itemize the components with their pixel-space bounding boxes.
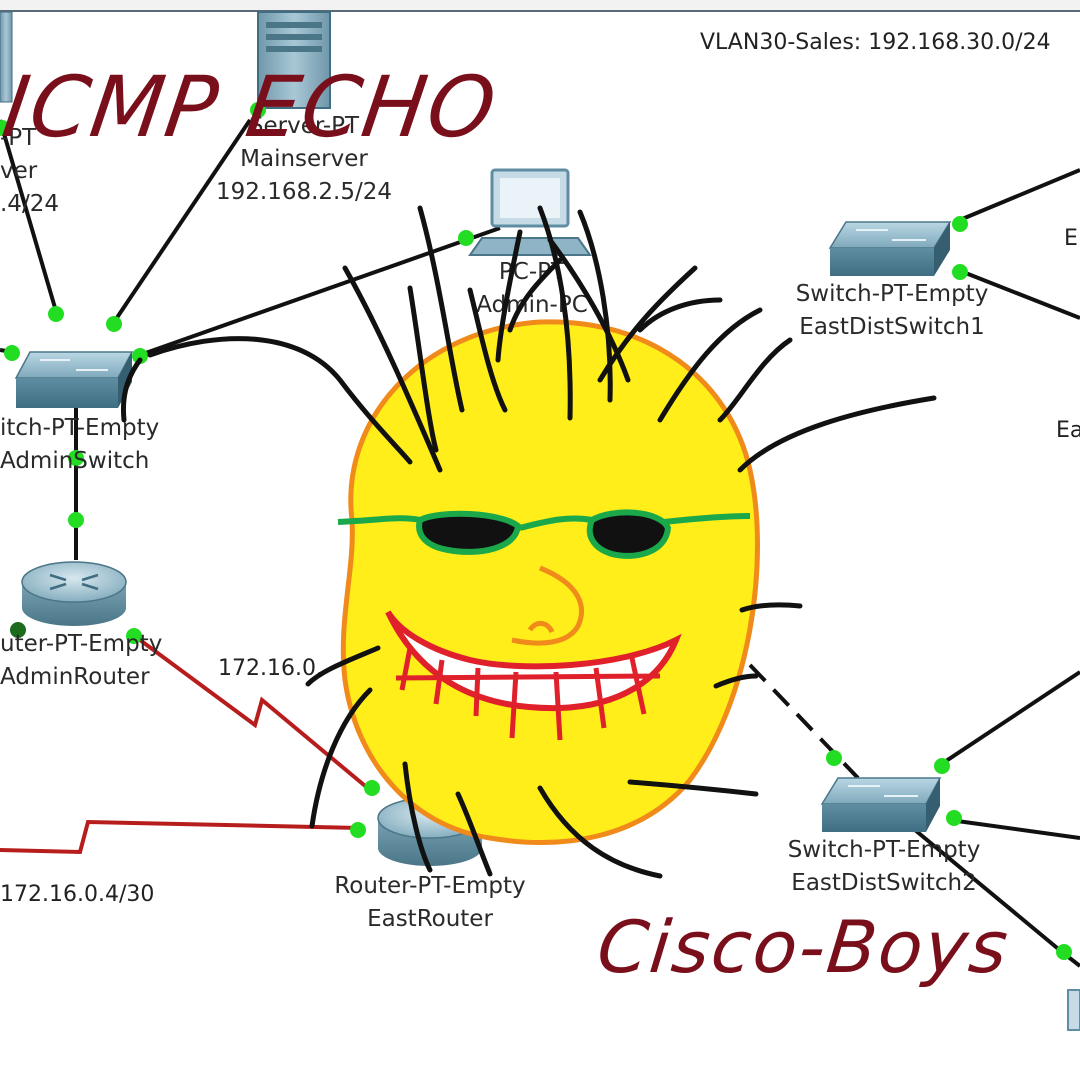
port-light — [364, 780, 380, 796]
east-dist-switch2-label: Switch-PT-Empty EastDistSwitch2 — [764, 834, 1004, 900]
title-cisco-boys: Cisco-Boys — [593, 905, 1014, 989]
port-light — [10, 622, 26, 638]
link-eastrouter-eastdist2-dashed — [748, 663, 860, 780]
admin-router-label: uter-PT-Empty AdminRouter — [0, 628, 162, 694]
main-server-label: Server-PT Mainserver 192.168.2.5/24 — [204, 110, 404, 209]
port-light — [952, 264, 968, 280]
hair-scribbles — [120, 205, 937, 879]
link-leftserver-adminswitch — [0, 119, 60, 319]
nose — [511, 565, 585, 646]
link-eastdist2-south — [913, 828, 1064, 954]
port-light — [946, 810, 962, 826]
port-light — [4, 345, 20, 361]
face — [340, 319, 760, 845]
device-type: Server-PT — [248, 113, 360, 139]
serial-network-label: 172.16.0. — [218, 656, 323, 681]
port-light — [350, 822, 366, 838]
port-light — [68, 450, 84, 466]
main-server-icon[interactable] — [257, 11, 331, 109]
port-light — [0, 120, 10, 136]
device-type: -PT — [0, 125, 37, 151]
vlan-label: VLAN30-Sales: 192.168.30.0/24 — [700, 30, 1051, 55]
device-ip: 192.168.2.5/24 — [215, 179, 392, 205]
right-partial-label: E — [1064, 226, 1078, 251]
admin-router-icon[interactable] — [21, 561, 127, 626]
link-eastdist2-north — [938, 670, 1080, 767]
device-name: EastDistSwitch2 — [791, 870, 977, 896]
left-server-icon[interactable] — [0, 11, 13, 103]
device-name: Mainserver — [240, 146, 368, 172]
right-partial-label: Ea — [1056, 418, 1080, 443]
link-eastdist1-east — [957, 268, 1080, 320]
window-top-edge — [0, 0, 1080, 12]
east-router-label: Router-PT-Empty EastRouter — [310, 870, 550, 936]
left-server-label: -PT ver .4/24 — [0, 122, 59, 221]
east-dist-switch1-label: Switch-PT-Empty EastDistSwitch1 — [772, 278, 1012, 344]
serial-network-label: 172.16.0.4/30 — [0, 882, 155, 907]
device-ip: .4/24 — [0, 191, 59, 217]
bottom-right-pc-icon[interactable] — [1067, 989, 1080, 1031]
port-light — [132, 348, 148, 364]
ethernet-links — [0, 118, 1080, 968]
link-eastdist2-east — [949, 818, 1080, 840]
device-name: EastDistSwitch1 — [799, 314, 985, 340]
port-light — [934, 758, 950, 774]
port-light — [250, 102, 266, 118]
port-light — [1056, 944, 1072, 960]
device-type: Router-PT-Empty — [334, 873, 526, 899]
admin-pc-label: PC-PT Admin-PC — [452, 256, 612, 322]
east-dist-switch1-icon[interactable] — [828, 221, 952, 276]
device-type: itch-PT-Empty — [0, 415, 160, 441]
device-type: Switch-PT-Empty — [795, 281, 989, 307]
serial-west-eastrouter — [0, 819, 361, 855]
device-name: AdminSwitch — [0, 448, 150, 474]
admin-switch-icon[interactable] — [14, 351, 134, 408]
link-adminswitch-adminpc — [139, 226, 501, 357]
grin — [385, 610, 682, 741]
serial-links — [0, 638, 372, 855]
device-name: ver — [0, 158, 38, 184]
port-light — [458, 230, 474, 246]
device-name: EastRouter — [367, 906, 493, 932]
port-light — [68, 512, 84, 528]
link-eastdist1-north — [954, 168, 1080, 224]
device-type: uter-PT-Empty — [0, 631, 163, 657]
port-lights — [0, 102, 1072, 960]
port-light — [126, 628, 142, 644]
device-type: Switch-PT-Empty — [787, 837, 981, 863]
port-light — [48, 306, 64, 322]
title-icmp-echo: ICMP ECHO — [0, 58, 504, 156]
admin-pc-icon[interactable] — [468, 168, 592, 256]
east-dist-switch2-icon[interactable] — [820, 777, 942, 832]
port-light — [952, 216, 968, 232]
port-light — [106, 316, 122, 332]
link-mainserver-adminswitch — [110, 118, 252, 327]
port-light — [826, 750, 842, 766]
admin-switch-label: itch-PT-Empty AdminSwitch — [0, 412, 159, 478]
sunglasses — [337, 509, 751, 559]
serial-adminrouter-eastrouter — [138, 638, 372, 792]
device-name: AdminRouter — [0, 664, 150, 690]
device-name: Admin-PC — [476, 292, 588, 318]
